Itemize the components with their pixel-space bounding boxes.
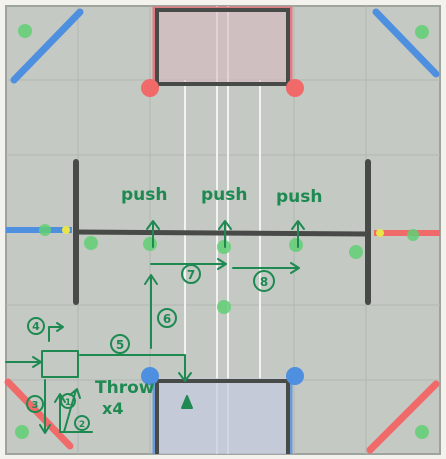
step-3-label: 3 [32, 400, 39, 411]
red-goal-post-right [286, 79, 304, 97]
ball-green [39, 224, 51, 236]
ball-green [15, 425, 29, 439]
ball-green [143, 237, 157, 251]
bottom-goal-blue [141, 367, 304, 454]
throw-label: Throw [95, 378, 155, 398]
step-1-label: 1 [65, 398, 71, 408]
step-2-label: 2 [79, 420, 85, 430]
step-4-label: 4 [32, 320, 40, 333]
ball-green [407, 229, 419, 241]
ball-green [289, 238, 303, 252]
push-label-left: push [121, 185, 168, 205]
red-goal-post-left [141, 79, 159, 97]
ball-green [217, 300, 231, 314]
push-label-right: push [276, 187, 323, 207]
ball-green [349, 245, 363, 259]
step-5-label: 5 [116, 338, 124, 352]
push-label-center: push [201, 185, 248, 205]
blue-goal-post-right [286, 367, 304, 385]
ball-green [84, 236, 98, 250]
ball-yellow [376, 229, 384, 237]
step-6-label: 6 [163, 312, 171, 326]
ball-yellow [62, 226, 70, 234]
step-7-label: 7 [187, 268, 195, 282]
ball-green [415, 25, 429, 39]
top-goal-red [141, 8, 304, 97]
step-8-label: 8 [260, 275, 268, 289]
ball-green [18, 24, 32, 38]
ball-green [415, 425, 429, 439]
throw-count-label: x4 [102, 399, 123, 418]
